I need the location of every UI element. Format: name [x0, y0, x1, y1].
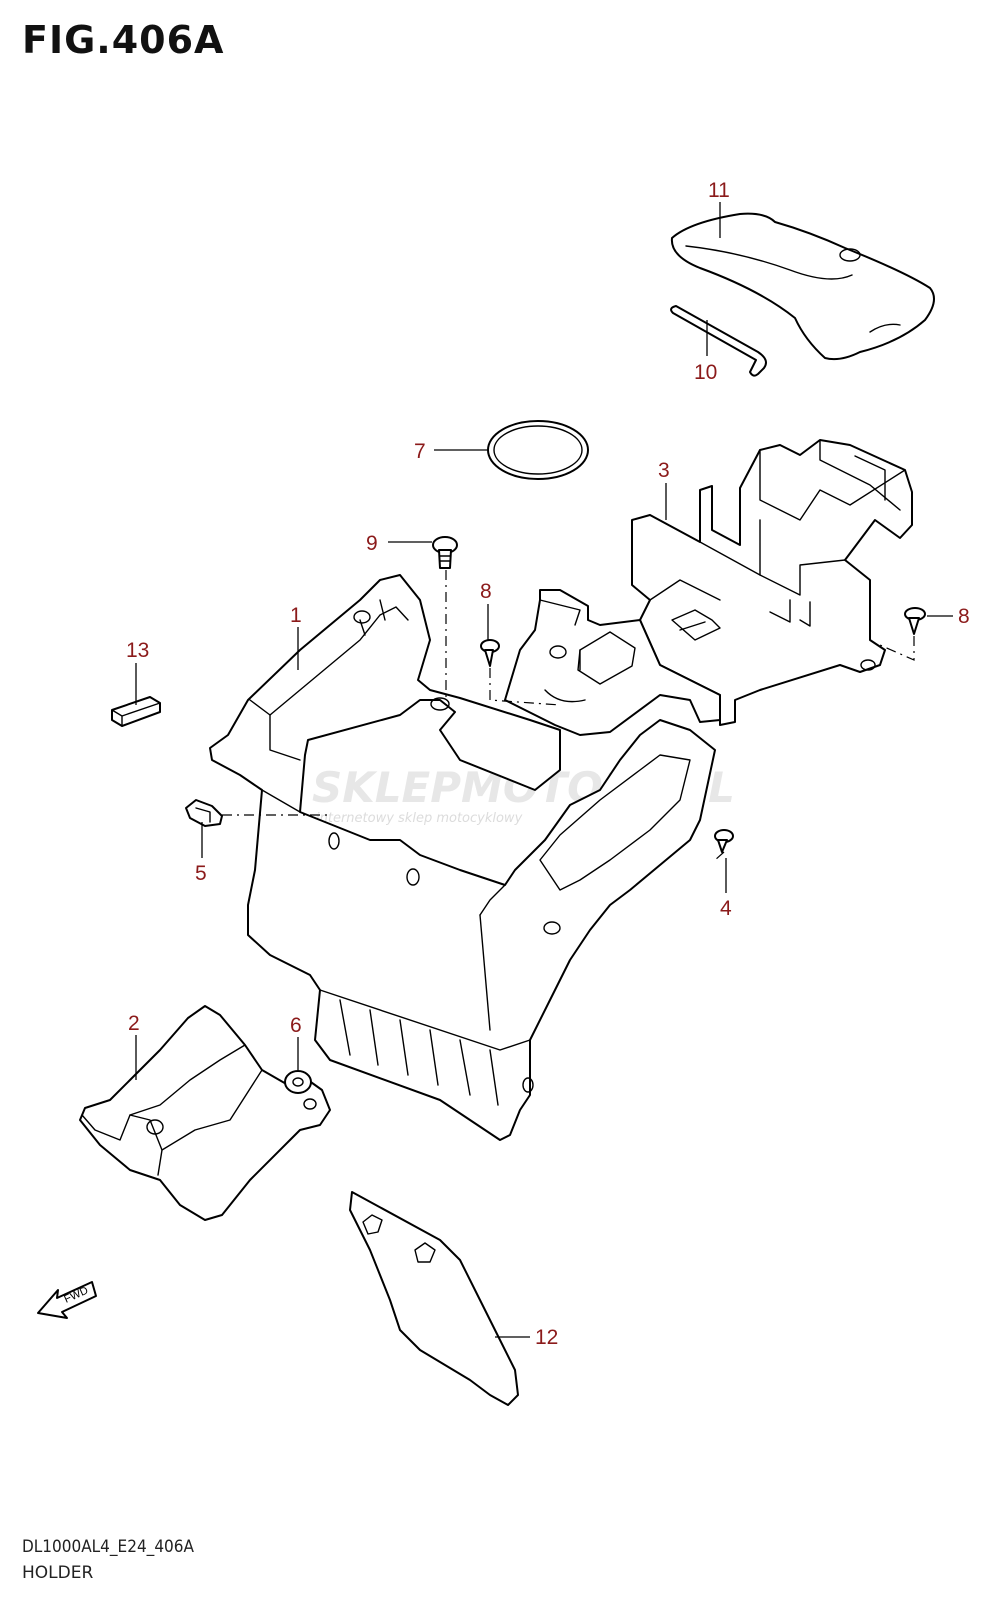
part-2-cover[interactable] — [79, 1005, 331, 1221]
callout-4: 4 — [720, 897, 732, 920]
leader-lines — [135, 202, 953, 1338]
callout-8a: 8 — [480, 580, 492, 603]
part-7-o-ring[interactable] — [487, 420, 589, 480]
watermark-tagline: internetowy sklep motocyklowy — [316, 811, 523, 826]
callout-9: 9 — [366, 532, 378, 555]
part-3-tray[interactable] — [504, 589, 721, 736]
callouts: 11 10 7 3 9 8 8 1 13 5 4 2 6 12 — [126, 179, 970, 1349]
part-9-bolt[interactable] — [432, 536, 458, 569]
callout-5: 5 — [195, 862, 207, 885]
callout-12: 12 — [535, 1326, 558, 1349]
model-code: DL1000AL4_E24_406A — [22, 1537, 194, 1557]
assembly-lines — [222, 570, 915, 861]
part-11-cover[interactable] — [670, 212, 935, 361]
fwd-arrow-icon: FWD — [37, 1281, 97, 1319]
callout-10: 10 — [694, 361, 717, 384]
part-5-clip[interactable] — [185, 799, 223, 827]
part-1-holder[interactable] — [209, 574, 716, 1141]
callout-2: 2 — [128, 1012, 140, 1035]
part-10-hex-wrench[interactable] — [670, 305, 767, 377]
part-8a-screw[interactable] — [480, 639, 500, 667]
figure-title: FIG.406A — [22, 18, 225, 62]
callout-3: 3 — [658, 459, 670, 482]
callout-11: 11 — [708, 179, 730, 202]
part-12-mat[interactable] — [349, 1191, 519, 1406]
callout-8b: 8 — [958, 605, 970, 628]
callout-6: 6 — [290, 1014, 302, 1037]
callout-13: 13 — [126, 639, 149, 662]
figure-caption: HOLDER — [22, 1563, 94, 1583]
callout-1: 1 — [290, 604, 302, 627]
part-6-washer[interactable] — [284, 1070, 312, 1094]
part-8b-screw[interactable] — [904, 607, 926, 635]
part-4-screw[interactable] — [714, 829, 734, 853]
callout-7: 7 — [414, 440, 426, 463]
part-13-pad[interactable] — [111, 696, 161, 727]
